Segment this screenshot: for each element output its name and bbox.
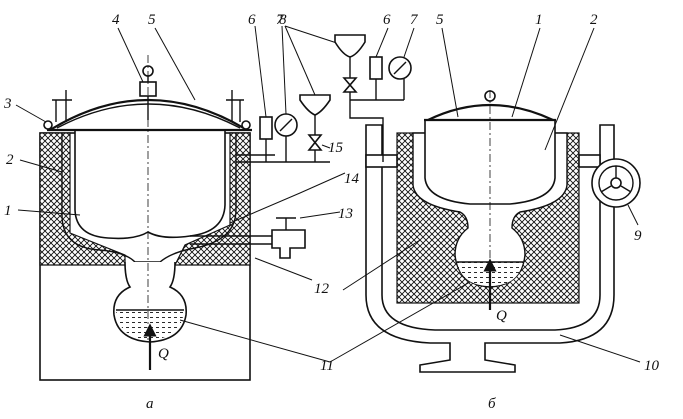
label-2a: 2 bbox=[6, 152, 14, 168]
frame-10 bbox=[365, 124, 615, 373]
funnel-a bbox=[299, 94, 331, 116]
thermometer-b bbox=[369, 56, 383, 80]
label-5a: 5 bbox=[148, 12, 156, 28]
valve-15 bbox=[307, 134, 323, 151]
insulation-right-a bbox=[174, 132, 251, 266]
label-8: 8 bbox=[279, 12, 287, 28]
label-1a: 1 bbox=[4, 203, 12, 219]
leaders-b bbox=[329, 27, 641, 363]
insulation-left-a bbox=[39, 132, 126, 266]
label-10: 10 bbox=[644, 358, 660, 374]
label-13: 13 bbox=[338, 206, 353, 222]
heat-label-a: Q bbox=[158, 346, 169, 362]
label-1b: 1 bbox=[535, 12, 543, 28]
label-3a: 3 bbox=[3, 96, 12, 112]
handwheel-9 bbox=[591, 158, 641, 208]
labels-a: 1 2 3 4 5 6 7 8 11 12 13 14 15 Q а bbox=[3, 12, 360, 412]
label-15: 15 bbox=[328, 140, 344, 156]
panel-b: 5 1 2 6 7 9 10 Q б bbox=[329, 12, 660, 412]
heat-label-b: Q bbox=[496, 308, 507, 324]
clamp-right-a bbox=[226, 90, 251, 130]
funnel-b bbox=[334, 34, 366, 58]
panel-a: 1 2 3 4 5 6 7 8 11 12 13 14 15 Q а bbox=[3, 12, 360, 412]
label-2b: 2 bbox=[590, 12, 598, 28]
labels-b: 5 1 2 6 7 9 10 Q б bbox=[383, 12, 660, 412]
label-12: 12 bbox=[314, 281, 330, 297]
label-5b: 5 bbox=[436, 12, 444, 28]
tap-13 bbox=[271, 229, 306, 259]
label-6b: 6 bbox=[383, 12, 391, 28]
caption-a: а bbox=[146, 396, 154, 412]
valve-b bbox=[342, 77, 358, 93]
clamp-left-a bbox=[43, 90, 72, 130]
label-7a: 7 bbox=[276, 12, 285, 28]
label-7b: 7 bbox=[410, 12, 419, 28]
label-9: 9 bbox=[634, 228, 642, 244]
lid-b bbox=[427, 103, 554, 121]
inner-pot-a bbox=[74, 129, 226, 240]
label-4a: 4 bbox=[112, 12, 120, 28]
label-14: 14 bbox=[344, 171, 360, 187]
label-6a: 6 bbox=[248, 12, 256, 28]
caption-b: б bbox=[488, 396, 496, 412]
thermometer-a bbox=[259, 116, 273, 140]
